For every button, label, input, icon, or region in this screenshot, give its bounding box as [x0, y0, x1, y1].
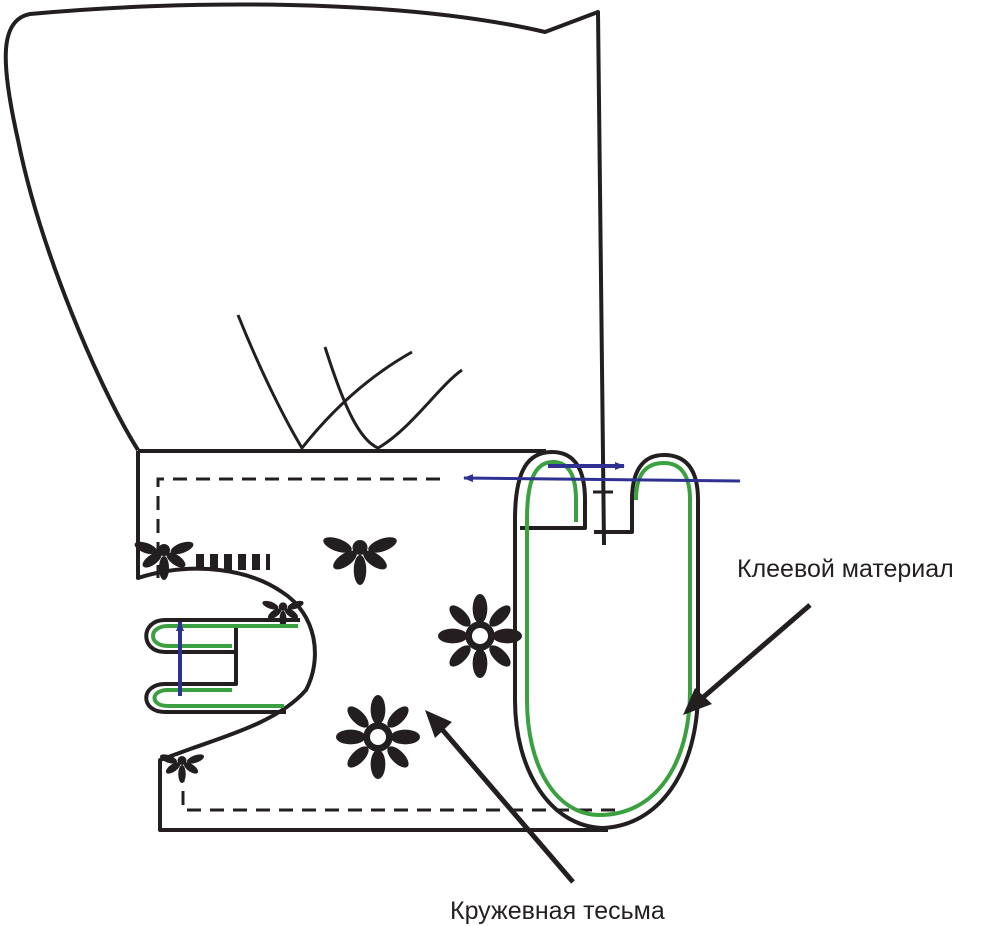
left-fold-interfacing: [151, 624, 298, 708]
blue-arrow-left: [463, 474, 741, 483]
right-fold-outer-2: [594, 453, 700, 830]
pleat-line: [236, 314, 413, 451]
pointer-adhesive-head: [683, 688, 712, 715]
right-fold-interfacing: [525, 459, 692, 817]
label-lace: Кружевная тесьма: [450, 897, 665, 925]
pointer-lace-head: [425, 710, 452, 738]
flower-center: [472, 628, 488, 644]
pointer-lace: [438, 725, 575, 884]
flower-center: [370, 729, 386, 745]
pleat-line: [323, 346, 463, 450]
label-adhesive: Клеевой материал: [737, 555, 954, 583]
pointer-adhesive: [698, 603, 812, 702]
lace-flower: [133, 533, 522, 783]
left-fold-outer: [144, 618, 300, 714]
sleeve-outline: [3, 2, 606, 546]
